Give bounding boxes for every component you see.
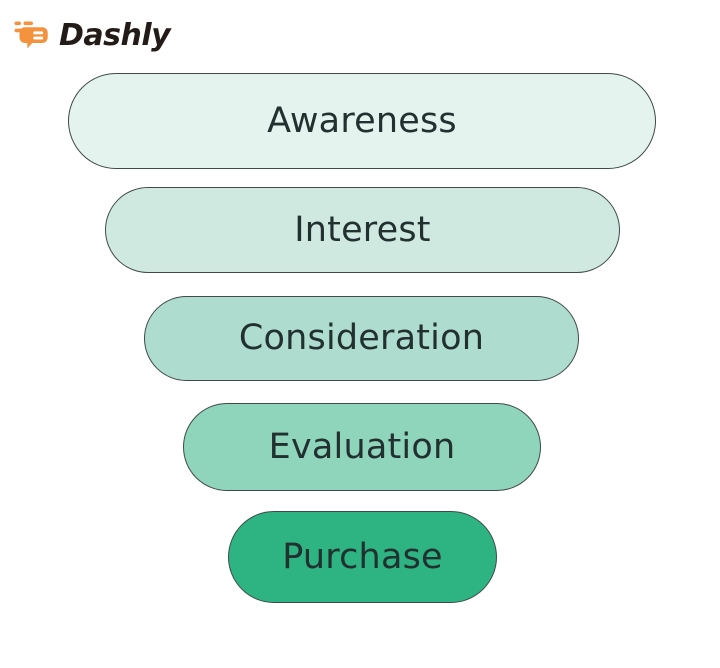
funnel-stage-label: Consideration: [238, 318, 485, 358]
funnel-stage-label: Interest: [294, 209, 431, 250]
brand-logo: Dashly: [14, 16, 171, 56]
dashly-speech-bubble-icon: [14, 19, 50, 53]
funnel-stage-purchase[interactable]: Purchase: [228, 511, 497, 603]
funnel-stage-interest[interactable]: Interest: [105, 187, 620, 273]
funnel-stage-label: Evaluation: [268, 426, 456, 467]
funnel-stage-awareness[interactable]: Awareness: [68, 73, 656, 169]
funnel-stage-consideration[interactable]: Consideration: [144, 296, 579, 381]
funnel-stage-label: Purchase: [282, 536, 443, 577]
brand-name: Dashly: [59, 18, 171, 53]
funnel-stage-evaluation[interactable]: Evaluation: [183, 403, 541, 491]
funnel-stage-label: Awareness: [267, 100, 457, 141]
